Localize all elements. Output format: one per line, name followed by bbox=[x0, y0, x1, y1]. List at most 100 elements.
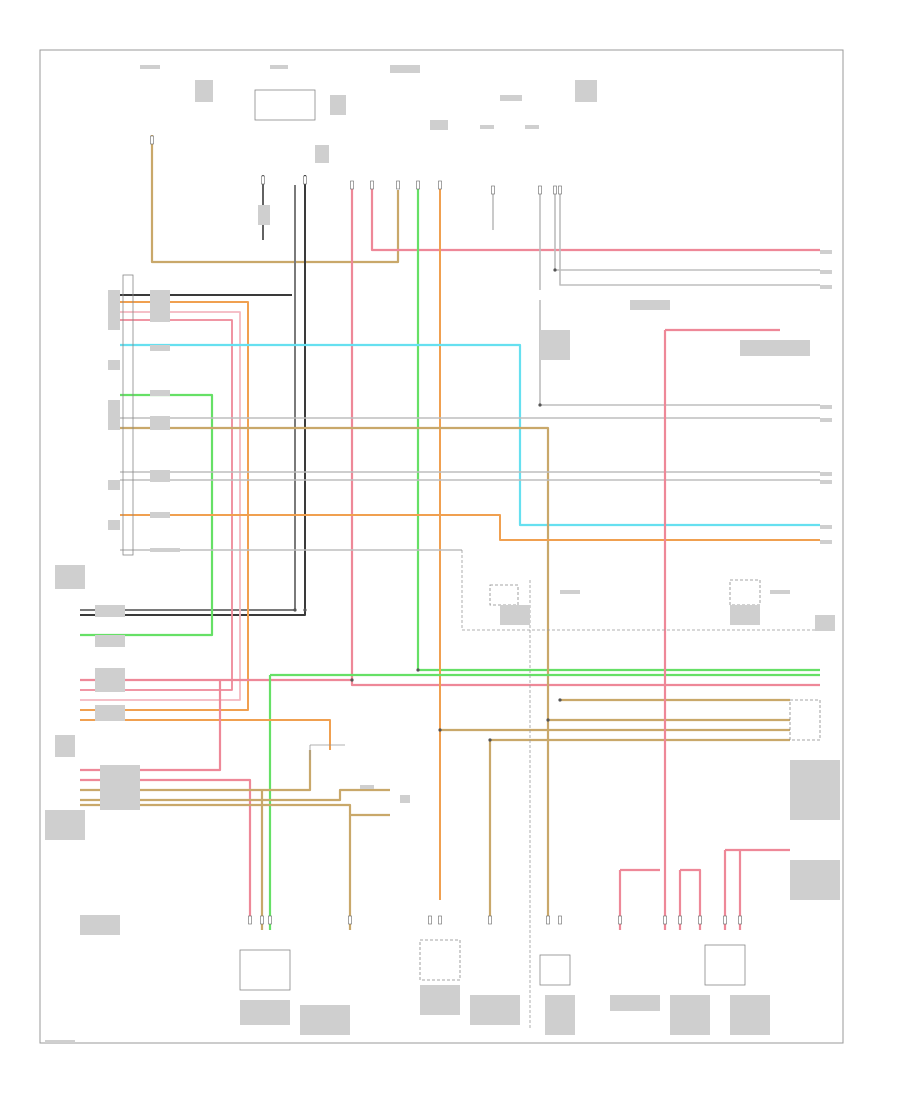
label-smudge-11 bbox=[258, 205, 270, 225]
label-smudge-14 bbox=[108, 400, 120, 430]
label-smudge-24 bbox=[55, 565, 85, 589]
wire-lightpink-row3 bbox=[80, 311, 241, 701]
wire-pink-row4 bbox=[80, 319, 233, 691]
wire-orange-row-lower bbox=[120, 514, 820, 541]
label-smudge-55 bbox=[820, 540, 832, 544]
connector-pin-19 bbox=[546, 915, 550, 925]
connector-pin-0 bbox=[150, 135, 154, 145]
switch-box-top bbox=[254, 89, 316, 121]
label-smudge-18 bbox=[150, 345, 170, 351]
connector-pin-18 bbox=[488, 915, 492, 925]
wire-gray-vertical-b bbox=[80, 185, 296, 611]
connector-pin-6 bbox=[416, 180, 420, 190]
junction-dot-9 bbox=[553, 268, 557, 272]
label-smudge-22 bbox=[150, 512, 170, 518]
label-smudge-35 bbox=[420, 985, 460, 1015]
label-smudge-62 bbox=[360, 785, 374, 789]
label-smudge-39 bbox=[670, 995, 710, 1035]
junction-dot-8 bbox=[538, 403, 542, 407]
wire-tan-row bbox=[120, 426, 550, 920]
connector-pin-14 bbox=[268, 915, 272, 925]
label-smudge-27 bbox=[95, 668, 125, 692]
connector-pin-26 bbox=[738, 915, 742, 925]
component-box-bottom-a bbox=[239, 949, 291, 991]
label-smudge-7 bbox=[480, 125, 494, 129]
connector-main-left bbox=[122, 274, 134, 556]
label-smudge-3 bbox=[390, 65, 420, 73]
wire-pink-top-right bbox=[370, 185, 820, 252]
label-smudge-29 bbox=[55, 735, 75, 757]
label-smudge-63 bbox=[400, 795, 410, 803]
connector-pin-2 bbox=[303, 175, 307, 185]
label-smudge-45 bbox=[790, 790, 840, 820]
connector-pin-21 bbox=[618, 915, 622, 925]
label-smudge-21 bbox=[150, 470, 170, 482]
wire-tan-top-left bbox=[150, 135, 400, 264]
junction-dot-1 bbox=[293, 608, 297, 612]
wire-cyan-row bbox=[120, 343, 820, 527]
wire-group bbox=[80, 135, 820, 930]
connector-pin-25 bbox=[723, 915, 727, 925]
label-smudge-5 bbox=[575, 80, 597, 102]
connector-pin-13 bbox=[260, 915, 264, 925]
label-smudge-56 bbox=[815, 615, 835, 631]
component-box-mid-a bbox=[489, 584, 519, 606]
connector-pin-3 bbox=[350, 180, 354, 190]
label-smudge-13 bbox=[108, 360, 120, 370]
component-group bbox=[122, 89, 821, 1030]
label-smudge-1 bbox=[195, 80, 213, 102]
label-smudge-2 bbox=[270, 65, 288, 69]
label-smudge-9 bbox=[330, 95, 346, 115]
connector-pin-23 bbox=[678, 915, 682, 925]
wire-palegray-right-b bbox=[559, 190, 820, 286]
label-smudge-47 bbox=[820, 250, 832, 254]
connector-pin-7 bbox=[438, 180, 442, 190]
label-smudge-15 bbox=[108, 480, 120, 490]
wire-dark-vertical-a bbox=[80, 175, 306, 616]
connector-pin-16 bbox=[428, 915, 432, 925]
label-smudge-48 bbox=[820, 270, 832, 274]
connector-pin-22 bbox=[663, 915, 667, 925]
connector-pin-17 bbox=[438, 915, 442, 925]
connector-pin-10 bbox=[553, 185, 557, 195]
component-box-mid-b bbox=[729, 579, 761, 606]
connector-pin-24 bbox=[698, 915, 702, 925]
label-smudge-50 bbox=[820, 405, 832, 409]
wire-tan-lower-b bbox=[80, 788, 390, 802]
label-smudge-58 bbox=[730, 605, 760, 625]
label-smudge-16 bbox=[108, 520, 120, 530]
connector-pin-12 bbox=[248, 915, 252, 925]
label-smudge-46 bbox=[790, 860, 840, 900]
wire-tan-lower-a bbox=[80, 750, 312, 792]
component-box-right bbox=[789, 699, 821, 741]
label-smudge-37 bbox=[545, 995, 575, 1035]
label-smudge-51 bbox=[820, 418, 832, 422]
connector-pin-20 bbox=[558, 915, 562, 925]
connector-pin-1 bbox=[261, 175, 265, 185]
diagram-border bbox=[39, 49, 844, 1044]
label-smudge-30 bbox=[100, 765, 140, 810]
label-smudge-8 bbox=[525, 125, 539, 129]
junction-dot-5 bbox=[558, 698, 562, 702]
label-smudge-36 bbox=[470, 995, 520, 1025]
junction-dot-3 bbox=[416, 668, 420, 672]
label-smudge-0 bbox=[140, 65, 160, 69]
wire-palegray-right-a bbox=[554, 190, 820, 271]
label-smudge-57 bbox=[500, 605, 530, 625]
label-smudge-20 bbox=[150, 416, 170, 430]
label-smudge-31 bbox=[45, 810, 85, 840]
connector-pin-8 bbox=[491, 185, 495, 195]
wire-pink-lower-a bbox=[80, 680, 222, 772]
label-smudge-53 bbox=[820, 480, 832, 484]
label-smudge-26 bbox=[95, 635, 125, 647]
label-smudge-49 bbox=[820, 285, 832, 289]
label-smudge-33 bbox=[240, 1000, 290, 1025]
label-smudge-4 bbox=[500, 95, 522, 101]
label-smudge-43 bbox=[540, 330, 570, 360]
label-smudge-38 bbox=[610, 995, 660, 1011]
junction-dot-0 bbox=[303, 608, 307, 612]
label-smudge-61 bbox=[45, 1040, 75, 1043]
wire-orange-row2 bbox=[80, 301, 249, 711]
label-smudge-32 bbox=[80, 915, 120, 935]
